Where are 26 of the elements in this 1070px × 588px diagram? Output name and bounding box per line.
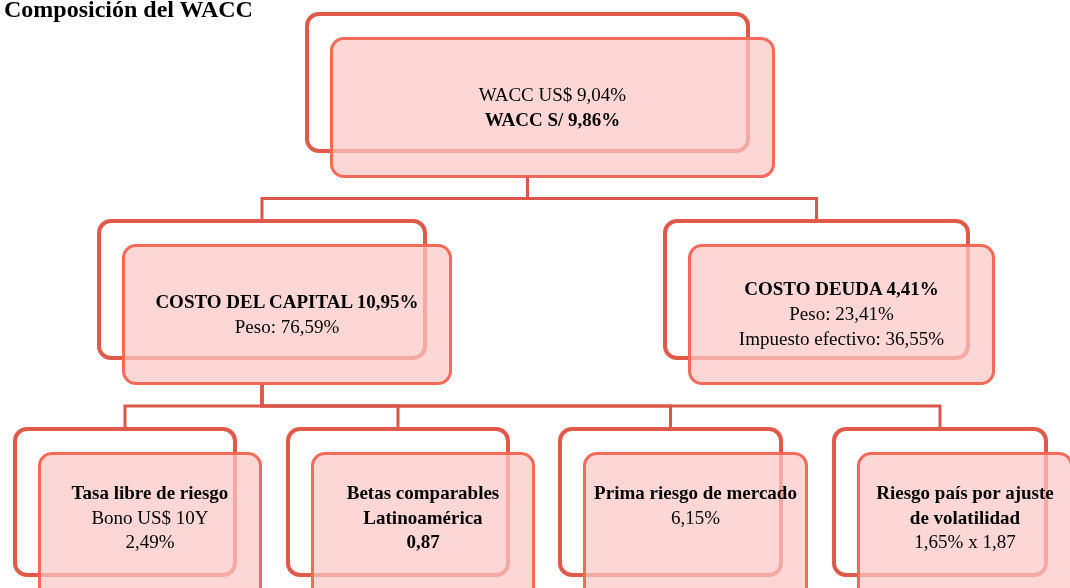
node-text: 0,87: [406, 530, 440, 555]
node-box: [857, 452, 1070, 588]
node-text: 6,15%: [670, 505, 721, 530]
node-box: [583, 452, 808, 588]
node-text: Bono US$ 10Y: [91, 505, 209, 530]
node-box: [311, 452, 535, 588]
node-text: Tasa libre de riesgo: [71, 481, 229, 505]
node-text: WACC S/ 9,86%: [484, 107, 621, 132]
node-text: 1,65% x 1,87: [914, 530, 1016, 555]
connector-line: [526, 178, 818, 219]
node-box: [330, 37, 775, 178]
connector-line: [260, 385, 942, 427]
node-text: COSTO DEUDA 4,41%: [744, 277, 939, 302]
node-text: Betas comparables Latinoamérica: [345, 481, 501, 530]
node-text: WACC US$ 9,04%: [478, 82, 627, 107]
node-box: [688, 244, 995, 385]
node-text: Riesgo país por ajuste de volatilidad: [875, 481, 1055, 530]
node-box: [38, 452, 262, 588]
node-text: COSTO DEL CAPITAL 10,95%: [155, 289, 419, 314]
node-text: Peso: 23,41%: [789, 302, 894, 327]
diagram-title: Composición del WACC: [4, 0, 253, 23]
node-text: Impuesto efectivo: 36,55%: [738, 326, 945, 351]
node-text: Prima riesgo de mercado: [594, 481, 797, 505]
node-box: [122, 244, 452, 385]
node-text: Peso: 76,59%: [234, 314, 340, 339]
node-text: 2,49%: [125, 530, 175, 555]
